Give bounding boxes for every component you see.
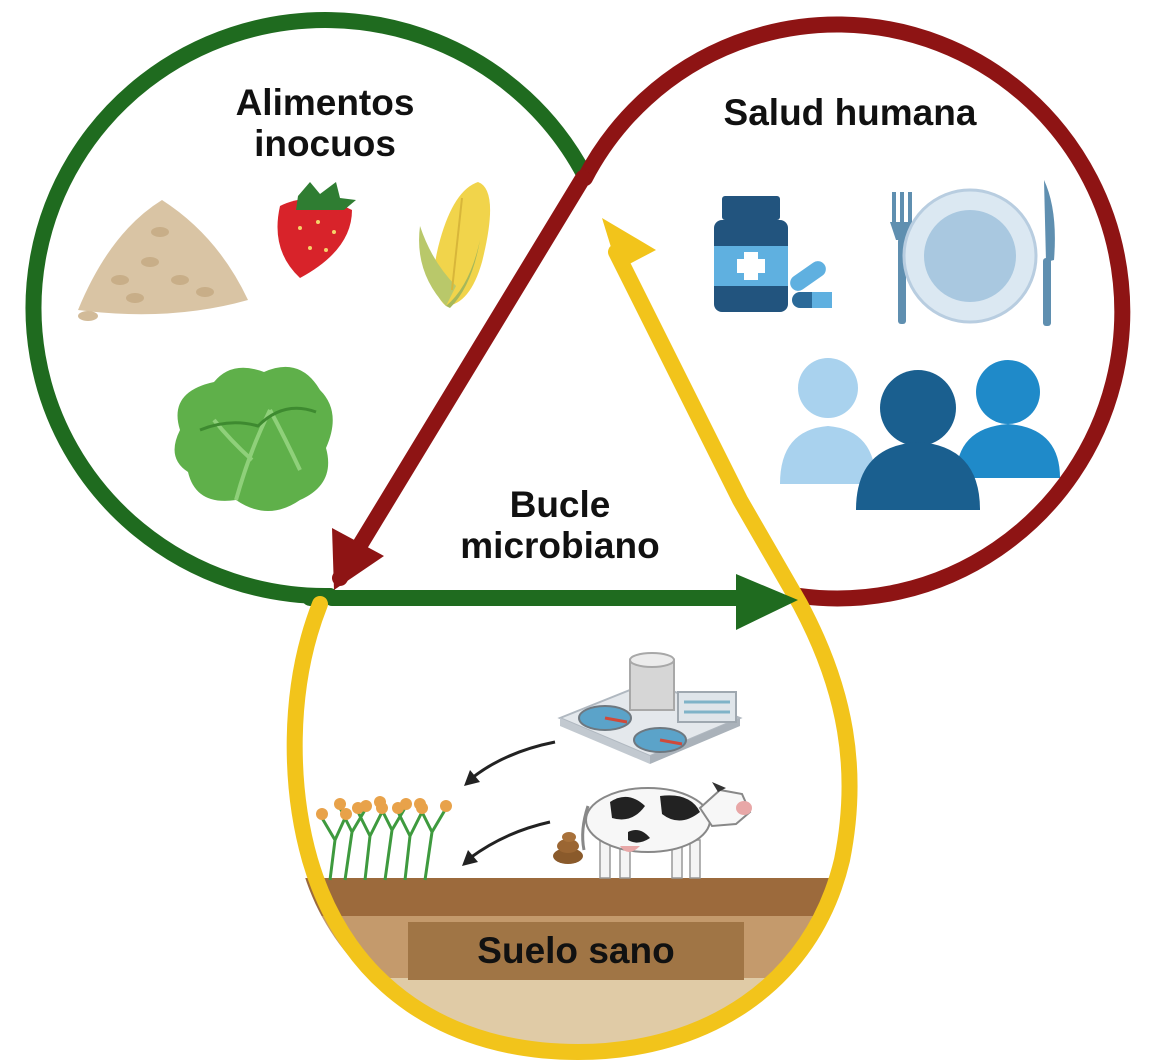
healthy-soil-label: Suelo sano (477, 930, 675, 971)
curved-arrow-icon (462, 850, 478, 866)
lettuce-icon (174, 366, 333, 511)
food-safety-label: Alimentos inocuos (235, 82, 415, 165)
crops-icon (316, 796, 452, 881)
food-ring (25, 12, 593, 605)
curved-arrow-icon (471, 740, 556, 780)
soil-ring (286, 244, 858, 1061)
medicine-bottle-icon (714, 196, 788, 312)
human-health-label: Salud humana (723, 92, 977, 133)
health-ring (577, 16, 1131, 607)
rings (25, 12, 1131, 1061)
yellow-arrowhead (602, 218, 656, 270)
microbial-loop-label: Bucle microbiano (460, 484, 660, 567)
manure-icon (553, 832, 583, 864)
pills-icon (790, 261, 832, 308)
corn-icon (419, 182, 491, 308)
plate-icon (902, 188, 1038, 324)
strawberry-icon (277, 182, 356, 278)
green-arrowhead (736, 574, 798, 630)
treatment-plant-icon (557, 652, 743, 764)
topsoil-layer (290, 878, 850, 916)
red-arrowhead (332, 528, 384, 590)
cow-icon (581, 782, 752, 879)
people-group-icon (780, 358, 1060, 510)
curved-arrow-icon (464, 770, 480, 786)
knife-icon (1043, 180, 1055, 326)
oats-icon (78, 200, 248, 321)
health-to-food-arrow (332, 170, 591, 586)
curved-arrow-icon (469, 820, 551, 860)
soil-label-band (408, 922, 744, 980)
